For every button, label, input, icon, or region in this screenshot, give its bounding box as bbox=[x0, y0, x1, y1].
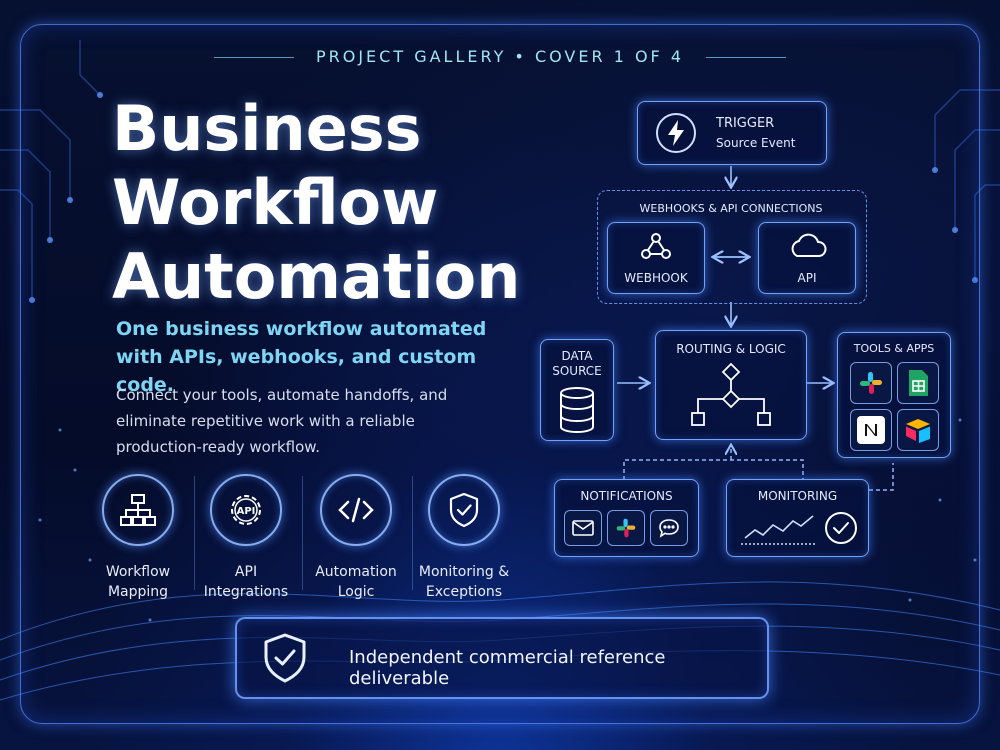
shield-check-icon bbox=[264, 633, 306, 683]
api-node: API bbox=[758, 222, 856, 294]
page-title: Business Workflow Automation bbox=[112, 92, 532, 314]
feature-label-line2: Exceptions bbox=[425, 584, 503, 600]
trigger-subtitle: Source Event bbox=[716, 136, 796, 150]
trigger-title: TRIGGER bbox=[716, 116, 775, 131]
data-source-line1: DATA bbox=[561, 349, 593, 363]
cloud-icon bbox=[791, 233, 827, 257]
notifications-title: NOTIFICATIONS bbox=[580, 489, 673, 503]
webhook-icon bbox=[641, 233, 671, 259]
monitoring-node: MONITORING bbox=[726, 479, 869, 557]
outer-frame bbox=[20, 24, 980, 724]
slack-icon bbox=[850, 362, 892, 404]
feature-divider bbox=[412, 476, 413, 590]
feature-label-line1: Automation bbox=[315, 564, 397, 580]
feature-label-line2: Integrations bbox=[203, 584, 289, 600]
webhook-label: WEBHOOK bbox=[624, 271, 688, 285]
dashed-link-tools-monitoring bbox=[869, 463, 894, 491]
deliverable-banner: Independent commercial reference deliver… bbox=[235, 617, 769, 699]
header-text: PROJECT GALLERY • COVER 1 OF 4 bbox=[315, 47, 685, 66]
notifications-node: NOTIFICATIONS bbox=[554, 479, 699, 557]
feature-label-line2: Logic bbox=[337, 584, 375, 600]
monitoring-title: MONITORING bbox=[757, 489, 838, 503]
tools-title: TOOLS & APPS bbox=[853, 342, 935, 355]
header-rule-right bbox=[706, 57, 787, 58]
api-badge-text: API bbox=[237, 506, 256, 517]
tools-apps-node: TOOLS & APPS bbox=[837, 332, 951, 458]
feature-monitoring-exceptions: Monitoring & Exceptions bbox=[410, 474, 518, 602]
feature-divider bbox=[194, 476, 195, 590]
title-line-2: Workflow bbox=[112, 166, 439, 239]
dashed-link-notifications-monitoring bbox=[623, 459, 804, 480]
routing-title: ROUTING & LOGIC bbox=[676, 342, 786, 356]
feature-label-line1: Workflow bbox=[105, 564, 171, 580]
header-rule-left bbox=[213, 57, 294, 58]
airtable-icon bbox=[897, 409, 939, 451]
feature-label-line1: Monitoring & bbox=[418, 564, 510, 580]
webhook-node: WEBHOOK bbox=[607, 222, 705, 294]
check-circle-icon bbox=[825, 512, 857, 544]
chat-icon bbox=[650, 510, 688, 546]
slack-icon bbox=[607, 510, 645, 546]
feature-api-integrations: API API Integrations bbox=[192, 474, 300, 602]
feature-label-line2: Mapping bbox=[107, 584, 169, 600]
api-label: API bbox=[797, 271, 817, 285]
line-chart-icon bbox=[741, 515, 817, 545]
gallery-header: PROJECT GALLERY • COVER 1 OF 4 bbox=[0, 47, 1000, 66]
feature-label-line1: API bbox=[234, 564, 258, 580]
feature-divider bbox=[302, 476, 303, 590]
connections-group bbox=[597, 190, 867, 304]
api-gear-icon: API bbox=[210, 474, 282, 546]
subtitle: One business workflow automated with API… bbox=[116, 318, 487, 396]
database-icon bbox=[560, 387, 594, 433]
data-source-node: DATA SOURCE bbox=[540, 339, 614, 441]
shield-check-icon bbox=[428, 474, 500, 546]
data-source-line2: SOURCE bbox=[552, 364, 602, 378]
code-icon bbox=[320, 474, 392, 546]
banner-text: Independent commercial reference deliver… bbox=[349, 647, 666, 689]
org-chart-icon bbox=[102, 474, 174, 546]
lightning-icon bbox=[656, 113, 696, 153]
title-line-3: Automation bbox=[112, 240, 521, 313]
trigger-node: TRIGGER Source Event bbox=[637, 101, 827, 165]
flowchart-icon bbox=[691, 362, 771, 426]
notion-icon bbox=[850, 409, 892, 451]
connections-title: WEBHOOKS & API CONNECTIONS bbox=[639, 202, 823, 215]
routing-logic-node: ROUTING & LOGIC bbox=[655, 330, 807, 440]
title-line-1: Business bbox=[112, 92, 422, 165]
mail-icon bbox=[564, 510, 602, 546]
sheets-icon bbox=[897, 362, 939, 404]
description: Connect your tools, automate handoffs, a… bbox=[116, 386, 448, 456]
